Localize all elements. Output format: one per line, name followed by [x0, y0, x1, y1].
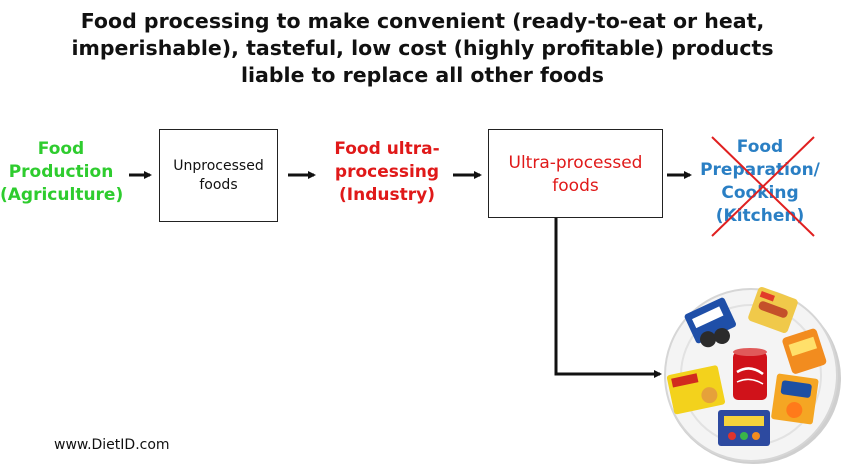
diagram-title: Food processing to make convenient (read…: [20, 8, 825, 89]
node-food-ultra-processing: Food ultra- processing (Industry): [322, 138, 452, 207]
node-unprocessed-line1: Unprocessed: [173, 157, 264, 174]
node-ultra-processing-line3: (Industry): [339, 185, 435, 205]
node-food-production-line3: (Agriculture): [0, 185, 124, 205]
footer-website: www.DietID.com: [54, 437, 170, 453]
drink-mix-pack-icon: [771, 373, 819, 425]
cross-line-2: [711, 136, 815, 237]
noodle-pack-icon: [666, 365, 726, 415]
node-food-production: Food Production (Agriculture): [0, 138, 124, 207]
title-line-3: liable to replace all other foods: [240, 63, 604, 87]
node-preparation-line1: Food: [736, 137, 784, 157]
node-ultra-processed-line2: foods: [552, 176, 599, 196]
node-preparation-line2: Preparation/: [700, 160, 820, 180]
title-line-1: Food processing to make convenient (read…: [80, 9, 765, 33]
snack-pack-icon: [748, 287, 798, 333]
node-ultra-processed-line1: Ultra-processed: [508, 153, 643, 173]
node-unprocessed-foods: Unprocessed foods: [159, 129, 278, 222]
cola-can-icon: [733, 348, 767, 400]
node-preparation-line3: Cooking: [721, 183, 799, 203]
node-food-production-line1: Food: [37, 139, 85, 159]
node-ultra-processed-foods: Ultra-processed foods: [488, 129, 663, 218]
plate-of-products-image: [664, 287, 841, 464]
cookie-pack-icon: [684, 297, 737, 348]
chips-bag-icon: [782, 328, 827, 374]
node-food-preparation: Food Preparation/ Cooking (Kitchen): [690, 136, 830, 228]
candy-pack-icon: [718, 410, 770, 446]
connector-to-plate: [554, 218, 662, 378]
node-unprocessed-line2: foods: [199, 176, 238, 193]
node-ultra-processing-line2: processing: [334, 162, 440, 182]
title-line-2: imperishable), tasteful, low cost (highl…: [71, 36, 774, 60]
node-ultra-processing-line1: Food ultra-: [334, 139, 440, 159]
node-food-production-line2: Production: [8, 162, 114, 182]
